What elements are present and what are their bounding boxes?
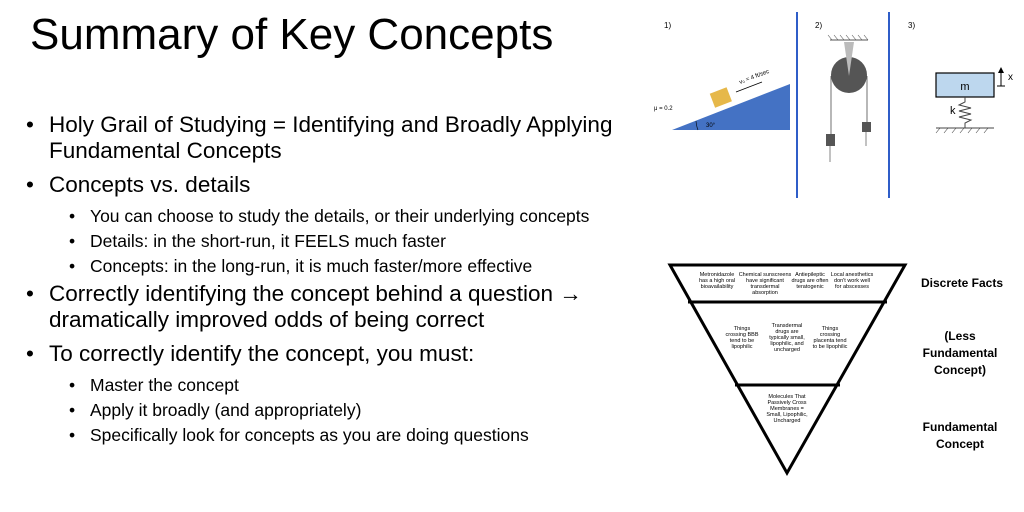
label-fundamental-1: Fundamental <box>923 420 998 434</box>
sub-bullets-must: Master the concept Apply it broadly (and… <box>26 375 646 446</box>
spring <box>957 97 973 128</box>
sub-bullet: Master the concept <box>26 375 646 396</box>
label-discrete-facts: Discrete Facts <box>921 276 1003 290</box>
sub-bullet: Specifically look for concepts as you ar… <box>26 425 646 446</box>
ground-hatch <box>935 127 989 134</box>
slide-title: Summary of Key Concepts <box>30 10 554 59</box>
sub-bullet: Concepts: in the long-run, it is much fa… <box>26 256 646 277</box>
label-less-1: (Less <box>944 329 976 343</box>
sliding-block <box>709 87 732 108</box>
bullet-identify-concept: Correctly identifying the concept behind… <box>26 281 646 333</box>
triangle-outline <box>667 263 908 477</box>
label-less-2: Fundamental <box>923 346 998 360</box>
spring-mass-block <box>935 72 995 98</box>
sub-bullet: Details: in the short-run, it FEELS much… <box>26 231 646 252</box>
physics-figure: 1) 2) 3) v₀ = 4 ft/sec μ = 0.2 30° m k x <box>654 12 1013 198</box>
incline-ramp <box>672 84 790 130</box>
problem-1-label: 1) <box>664 21 671 30</box>
mass-label: m <box>960 81 969 93</box>
bullet-concepts-vs-details: Concepts vs. details <box>26 172 646 198</box>
angle-label: 30° <box>706 123 716 129</box>
velocity-label: v₀ = 4 ft/sec <box>739 69 771 86</box>
displacement-label: x <box>1008 72 1013 83</box>
spring-label: k <box>950 105 956 117</box>
pulley-mount <box>844 42 854 76</box>
bullet-to-identify: To correctly identify the concept, you m… <box>26 341 646 367</box>
sub-bullet: Apply it broadly (and appropriately) <box>26 400 646 421</box>
problem-2-label: 2) <box>815 21 822 30</box>
label-fundamental-2: Concept <box>936 437 984 451</box>
label-less-3: Concept) <box>934 363 986 377</box>
sub-bullet: You can choose to study the details, or … <box>26 206 646 227</box>
arrowhead <box>998 67 1004 73</box>
sub-bullets-concepts: You can choose to study the details, or … <box>26 206 646 277</box>
angle-arc <box>695 120 699 131</box>
hanging-mass-2 <box>862 122 871 132</box>
bullet-list: Holy Grail of Studying = Identifying and… <box>26 112 646 450</box>
hanging-mass-1 <box>826 134 835 146</box>
bullet-holy-grail: Holy Grail of Studying = Identifying and… <box>26 112 646 164</box>
velocity-arrow <box>735 81 763 93</box>
problem-3-label: 3) <box>908 21 915 30</box>
ceiling-hatch <box>827 34 869 41</box>
friction-label: μ = 0.2 <box>654 106 673 112</box>
